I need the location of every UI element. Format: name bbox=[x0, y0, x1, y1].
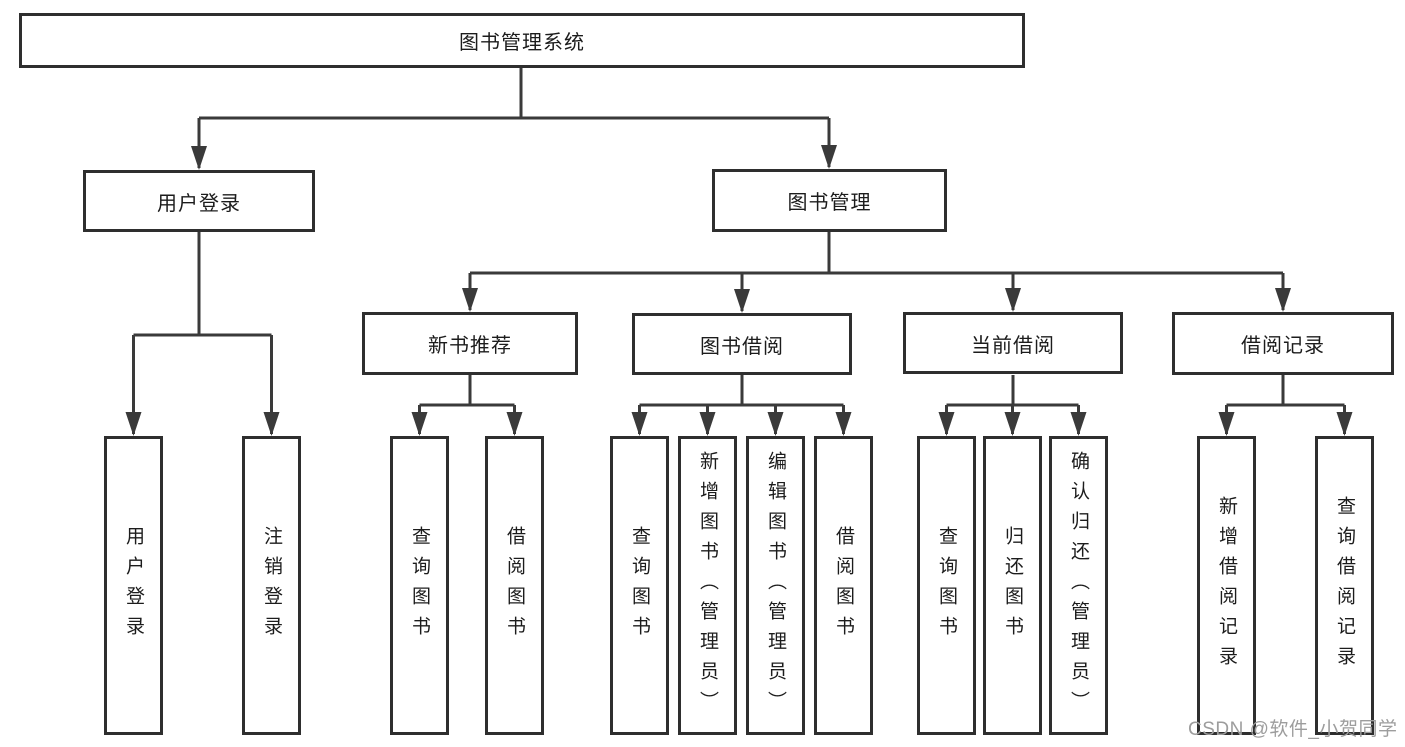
node-leaf-record-query: 查询借阅记录 bbox=[1315, 436, 1374, 735]
node-leaf-logout: 注销登录 bbox=[242, 436, 301, 735]
node-user-login-group: 用户登录 bbox=[83, 170, 315, 232]
node-leaf-borrow-add: 新增图书（管理员） bbox=[678, 436, 737, 735]
node-leaf-logout-label: 注销登录 bbox=[261, 525, 282, 646]
node-leaf-current-query: 查询图书 bbox=[917, 436, 976, 735]
node-leaf-newbook-borrow: 借阅图书 bbox=[485, 436, 544, 735]
node-leaf-current-return: 归还图书 bbox=[983, 436, 1042, 735]
node-leaf-borrow-edit-label: 编辑图书（管理员） bbox=[765, 450, 786, 721]
node-leaf-current-confirm-label: 确认归还（管理员） bbox=[1068, 450, 1089, 721]
node-leaf-borrow-query-label: 查询图书 bbox=[629, 525, 650, 646]
node-leaf-newbook-query: 查询图书 bbox=[390, 436, 449, 735]
node-current-borrow: 当前借阅 bbox=[903, 312, 1123, 374]
node-book-management: 图书管理 bbox=[712, 169, 947, 232]
node-user-login-group-label: 用户登录 bbox=[157, 192, 241, 215]
node-leaf-newbook-query-label: 查询图书 bbox=[409, 525, 430, 646]
watermark: CSDN @软件_小贺同学 bbox=[1188, 719, 1398, 740]
node-leaf-user-login: 用户登录 bbox=[104, 436, 163, 735]
node-leaf-current-confirm: 确认归还（管理员） bbox=[1049, 436, 1108, 735]
node-book-management-label: 图书管理 bbox=[787, 192, 872, 214]
node-current-borrow-label: 当前借阅 bbox=[971, 334, 1055, 357]
node-book-borrow: 图书借阅 bbox=[632, 313, 852, 375]
arrowheads bbox=[125, 145, 1353, 436]
node-leaf-borrow-borrow-label: 借阅图书 bbox=[833, 525, 854, 646]
node-new-book-recommend-label: 新书推荐 bbox=[428, 335, 512, 357]
node-leaf-borrow-add-label: 新增图书（管理员） bbox=[697, 450, 718, 721]
node-leaf-borrow-query: 查询图书 bbox=[610, 436, 669, 735]
node-leaf-current-return-label: 归还图书 bbox=[1002, 525, 1023, 646]
node-leaf-user-login-label: 用户登录 bbox=[123, 525, 144, 646]
node-root-label: 图书管理系统 bbox=[459, 32, 585, 54]
node-leaf-borrow-edit: 编辑图书（管理员） bbox=[746, 436, 805, 735]
node-borrow-records: 借阅记录 bbox=[1172, 312, 1394, 375]
node-root: 图书管理系统 bbox=[19, 13, 1025, 68]
node-borrow-records-label: 借阅记录 bbox=[1241, 335, 1325, 357]
node-new-book-recommend: 新书推荐 bbox=[362, 312, 578, 375]
node-book-borrow-label: 图书借阅 bbox=[700, 335, 784, 358]
node-leaf-record-add-label: 新增借阅记录 bbox=[1216, 495, 1237, 676]
node-leaf-current-query-label: 查询图书 bbox=[936, 525, 957, 646]
node-leaf-record-query-label: 查询借阅记录 bbox=[1334, 495, 1355, 676]
node-leaf-newbook-borrow-label: 借阅图书 bbox=[504, 525, 525, 646]
node-leaf-record-add: 新增借阅记录 bbox=[1197, 436, 1256, 735]
node-leaf-borrow-borrow: 借阅图书 bbox=[814, 436, 873, 735]
